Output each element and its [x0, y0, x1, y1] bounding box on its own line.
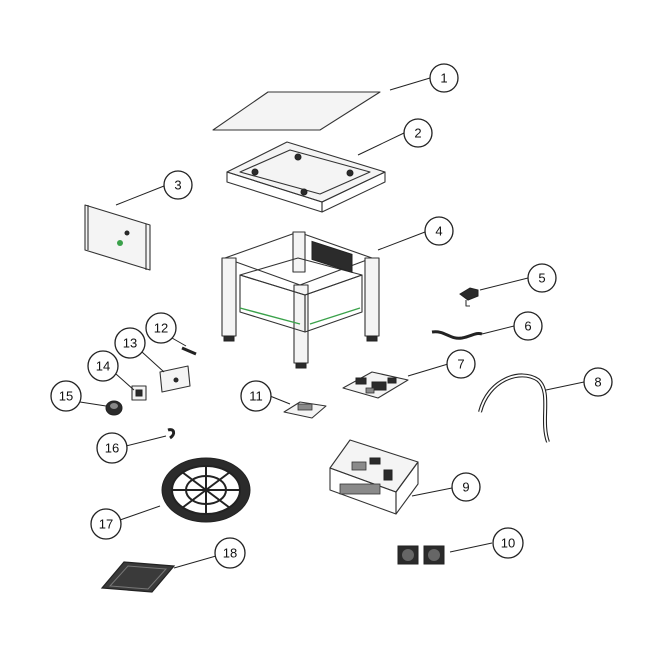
part-2-top-frame[interactable]: [226, 141, 386, 213]
part-14-switch[interactable]: [131, 385, 147, 401]
callout-17: 17: [90, 508, 122, 540]
callout-2-label: 2: [414, 126, 421, 141]
callout-10-label: 10: [501, 536, 515, 551]
callout-14-label: 14: [96, 359, 110, 374]
callout-4: 4: [424, 216, 454, 246]
part-1-top-panel[interactable]: [212, 91, 381, 131]
callout-7-label: 7: [457, 357, 464, 372]
part-5-bracket[interactable]: [459, 287, 479, 307]
part-3-side-panel[interactable]: [84, 204, 151, 271]
part-4-stand-cabinet[interactable]: [221, 231, 380, 369]
callout-18: 18: [214, 537, 246, 569]
part-13-plate[interactable]: [159, 365, 191, 393]
callout-13: 13: [114, 327, 146, 359]
callout-16-label: 16: [105, 441, 119, 456]
callout-13-label: 13: [123, 336, 137, 351]
callout-8: 8: [583, 367, 613, 397]
part-8-hose[interactable]: [478, 373, 550, 443]
callout-7: 7: [446, 349, 476, 379]
part-7-circuit-board[interactable]: [342, 371, 409, 399]
part-17-grille[interactable]: [161, 457, 251, 523]
callout-1: 1: [429, 63, 459, 93]
callout-8-label: 8: [594, 375, 601, 390]
part-6-cable[interactable]: [431, 330, 483, 340]
callout-6-label: 6: [524, 319, 531, 334]
leader-lines: [79, 77, 585, 569]
part-11-mount-bracket[interactable]: [283, 401, 327, 419]
callout-12: 12: [145, 312, 177, 344]
callout-9: 9: [451, 472, 481, 502]
callout-16: 16: [96, 432, 128, 464]
part-16-clip[interactable]: [167, 428, 176, 440]
callout-10: 10: [492, 527, 524, 559]
callout-6: 6: [513, 311, 543, 341]
callout-1-label: 1: [440, 71, 447, 86]
callout-5-label: 5: [538, 271, 545, 286]
callout-4-label: 4: [435, 224, 442, 239]
callout-3: 3: [163, 170, 193, 200]
callout-14: 14: [87, 350, 119, 382]
part-15-knob[interactable]: [105, 400, 123, 416]
part-9-chassis-tray[interactable]: [329, 439, 419, 515]
callout-18-label: 18: [223, 546, 237, 561]
callout-11-label: 11: [249, 389, 263, 404]
part-10-fans[interactable]: [397, 545, 445, 565]
callout-17-label: 17: [99, 517, 113, 532]
callout-3-label: 3: [174, 178, 181, 193]
callout-5: 5: [527, 263, 557, 293]
callout-15: 15: [50, 380, 82, 412]
callout-9-label: 9: [462, 480, 469, 495]
part-18-filter-pad[interactable]: [100, 561, 176, 593]
callout-2: 2: [403, 118, 433, 148]
part-12-pin[interactable]: [181, 346, 197, 356]
callout-15-label: 15: [59, 389, 73, 404]
callout-11: 11: [240, 380, 272, 412]
callout-12-label: 12: [154, 321, 168, 336]
